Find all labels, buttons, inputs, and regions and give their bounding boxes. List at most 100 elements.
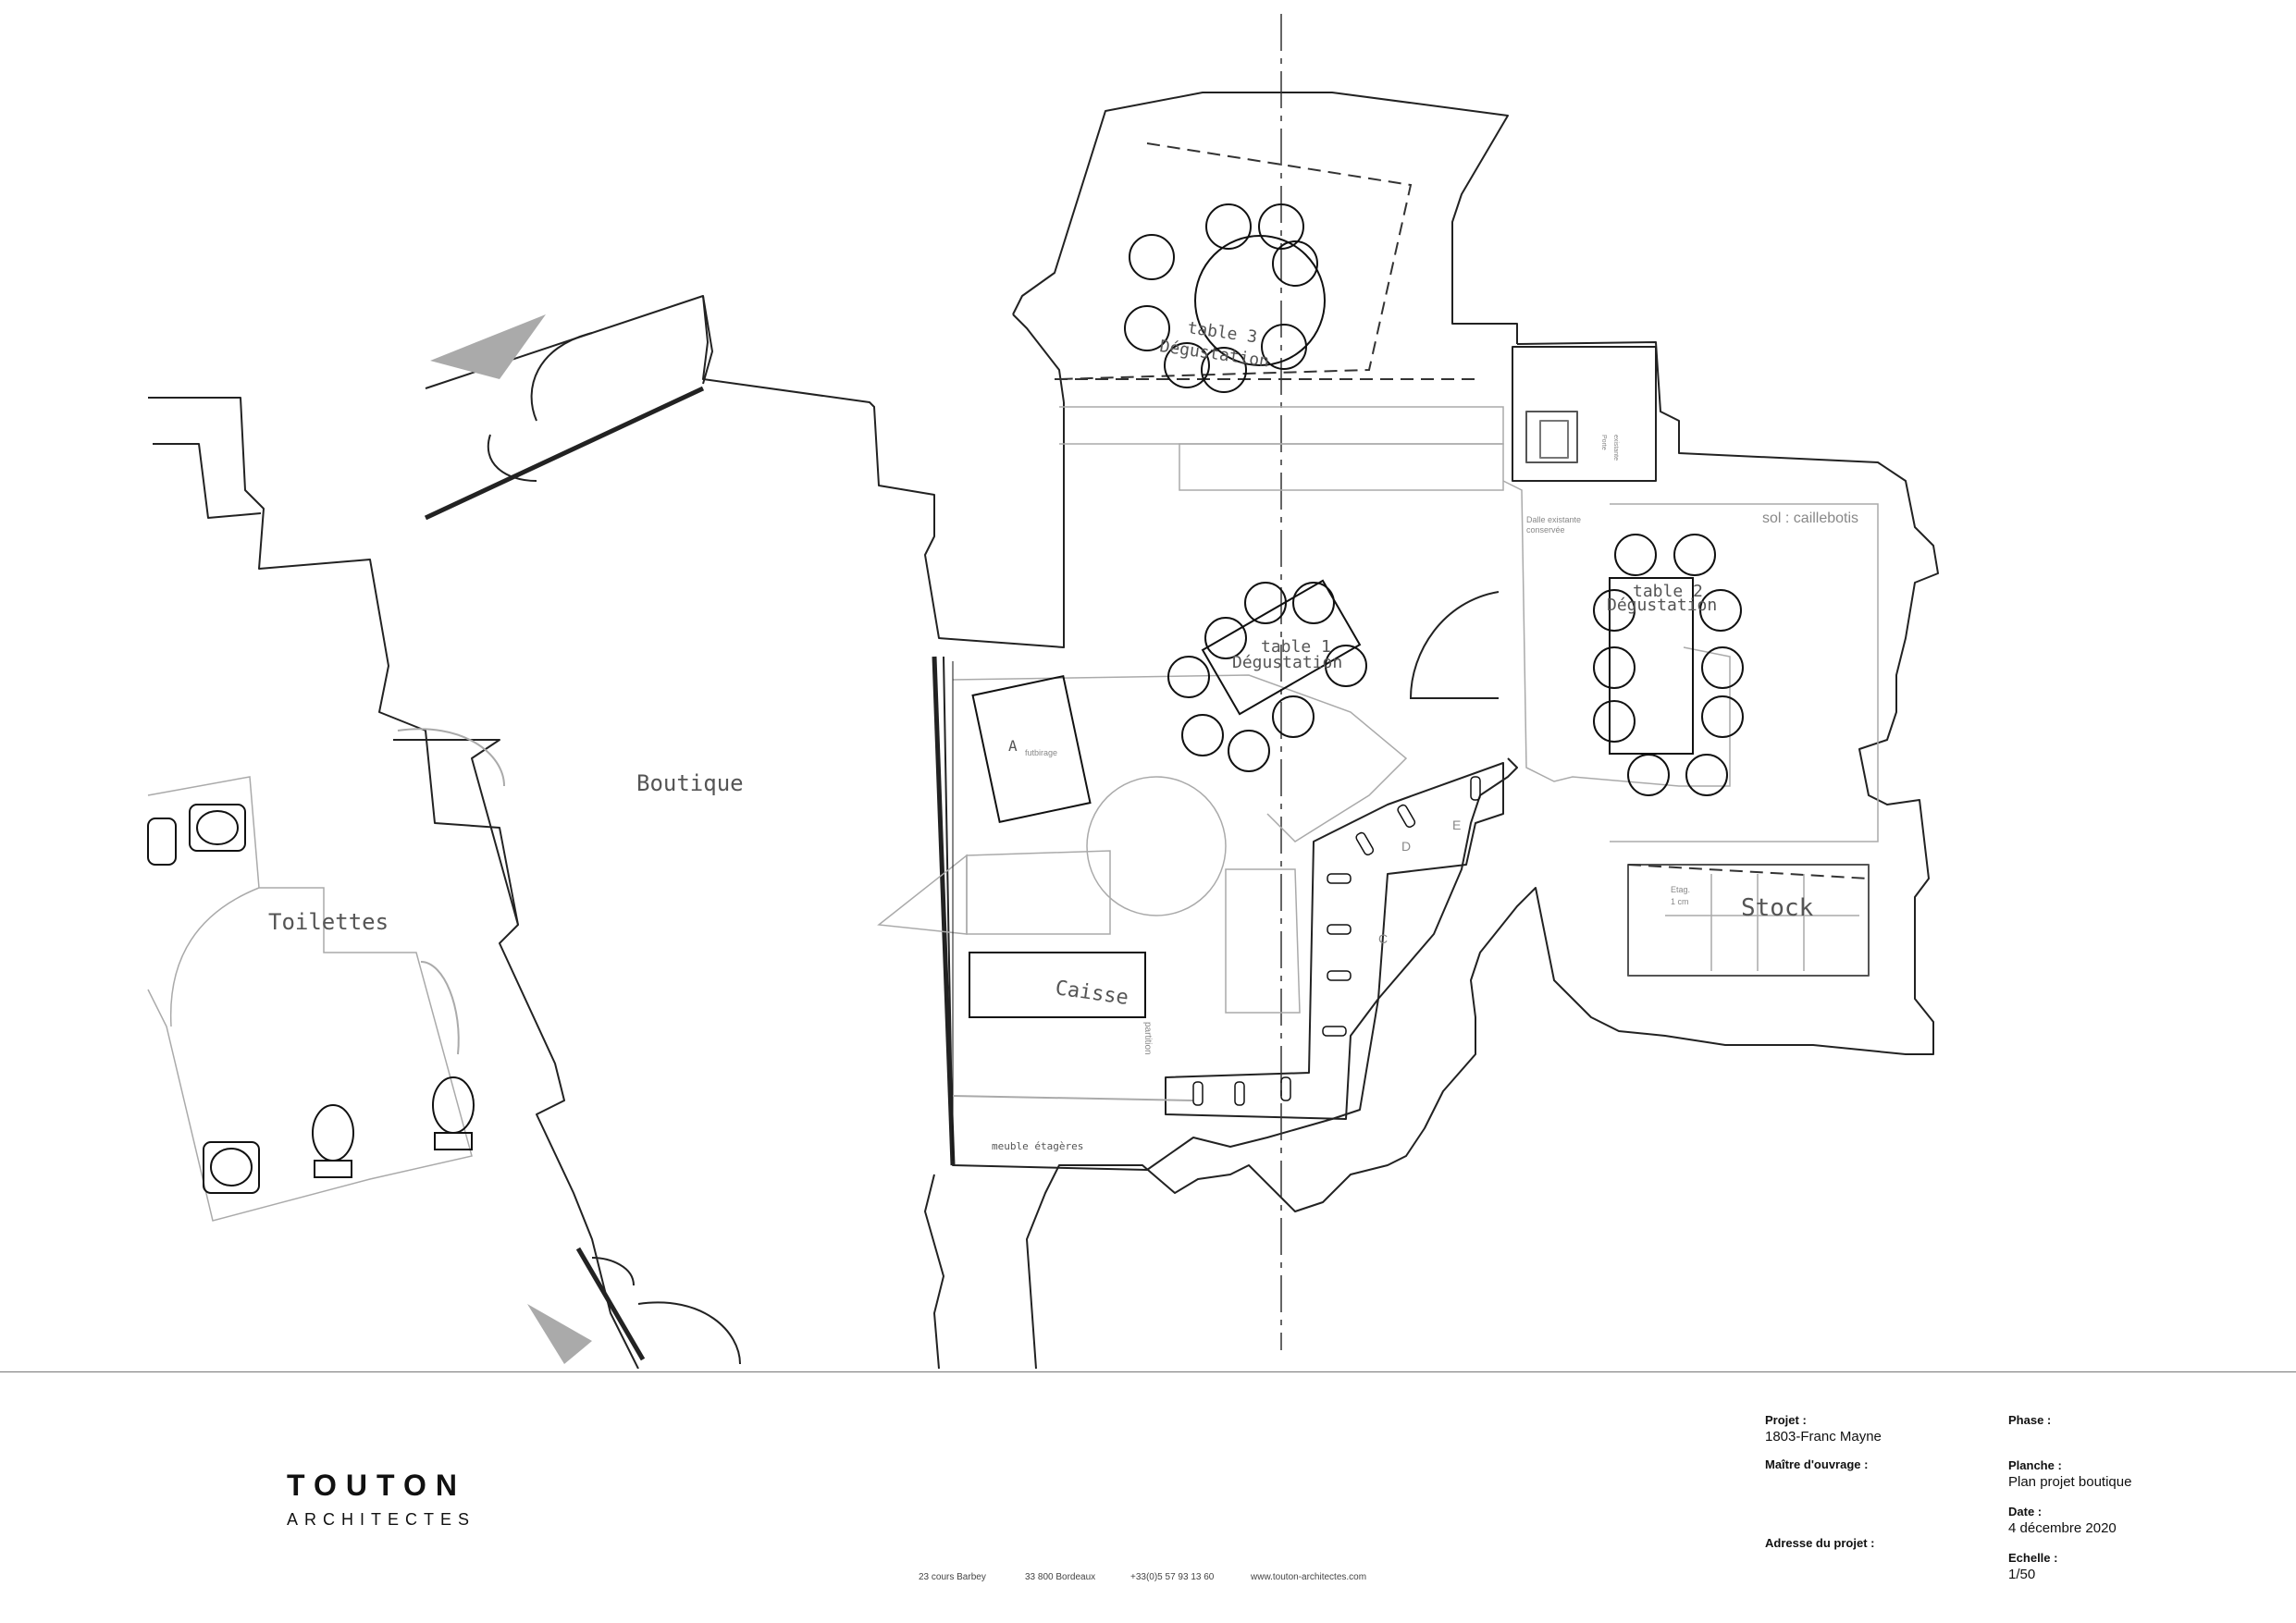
- floor-plan-drawing: Boutique Toilettes Stock Caisse table 3 …: [147, 14, 1939, 1369]
- door-east: [1409, 591, 1500, 699]
- toilet-tank: [314, 1160, 352, 1178]
- tap: [1234, 1081, 1245, 1106]
- slab-note-sub: conservée: [1526, 525, 1565, 535]
- client-field: Maître d'ouvrage :: [1765, 1457, 1868, 1473]
- door-swing-3: [591, 1257, 635, 1286]
- table-2-label: table 2: [1633, 582, 1703, 601]
- wall-boutique-east: [932, 656, 956, 1166]
- letter-d: D: [1401, 839, 1411, 854]
- chair: [1258, 203, 1304, 250]
- sink-basin: [210, 1148, 253, 1187]
- date-label: Date :: [2008, 1505, 2043, 1518]
- scale-field: Echelle : 1/50: [2008, 1551, 2057, 1582]
- slab-note: Dalle existante: [1526, 515, 1581, 524]
- wall-outline-southwest: [924, 1174, 944, 1369]
- project-value: 1803-Franc Mayne: [1765, 1429, 1882, 1445]
- shelving-bottom: [952, 1095, 1194, 1101]
- room-label-caisse: Caisse: [1054, 977, 1129, 1010]
- sink: [203, 1141, 260, 1194]
- chair: [1701, 646, 1744, 689]
- table-1-label: table 1: [1261, 637, 1331, 657]
- chair: [1701, 695, 1744, 738]
- door-swing-4: [637, 1301, 741, 1365]
- stock-note-sub: 1 cm: [1671, 897, 1689, 906]
- chair: [1201, 347, 1247, 393]
- fut-table-a: [971, 674, 1092, 824]
- firm-logo: TOUTON ARCHITECTES: [287, 1469, 475, 1530]
- chair: [1181, 714, 1224, 756]
- firm-phone: +33(0)5 57 93 13 60: [1130, 1572, 1215, 1582]
- date-value: 4 décembre 2020: [2008, 1520, 2117, 1536]
- door-west-boutique: [397, 728, 505, 787]
- chair: [1164, 342, 1210, 388]
- chair: [1292, 582, 1335, 624]
- north-triangle-bottom: [527, 1304, 592, 1364]
- thin-bench-middle: [1179, 443, 1504, 491]
- sink-basin: [196, 810, 239, 845]
- chair: [1593, 589, 1636, 632]
- door-swing-1: [530, 332, 593, 422]
- chair: [1699, 589, 1742, 632]
- tap: [1280, 1076, 1291, 1101]
- wc-shower: [1525, 411, 1578, 463]
- tap: [1327, 970, 1352, 981]
- wall-outline-shop: [425, 295, 1065, 648]
- door-north-west: [424, 386, 705, 521]
- chair: [1673, 534, 1716, 576]
- table-a-sub: futbirage: [1025, 748, 1057, 757]
- firm-website[interactable]: www.touton-architectes.com: [1251, 1572, 1367, 1582]
- table-2: [1609, 577, 1694, 755]
- project-label: Projet :: [1765, 1413, 1807, 1427]
- table-1-sub: Dégustation: [1232, 653, 1342, 672]
- firm-street: 23 cours Barbey: [919, 1572, 986, 1582]
- table-2-sub: Dégustation: [1607, 596, 1717, 615]
- chair: [1204, 617, 1247, 659]
- firm-city: 33 800 Bordeaux: [1025, 1572, 1096, 1582]
- thin-desk-zone: [1225, 868, 1301, 1014]
- chair: [1261, 324, 1307, 370]
- chair: [1627, 754, 1670, 796]
- floor-note: sol : caillebotis: [1762, 510, 1858, 526]
- title-block-separator: [0, 1371, 2296, 1372]
- tap: [1327, 873, 1352, 884]
- thin-east-room: [1610, 503, 1879, 842]
- toilet-tank: [434, 1132, 473, 1150]
- chair: [1685, 754, 1728, 796]
- caisse-counter: [969, 952, 1146, 1018]
- north-triangle-top: [430, 314, 546, 379]
- chair: [1272, 240, 1318, 287]
- room-label-stock: Stock: [1741, 894, 1814, 922]
- chair: [1272, 695, 1315, 738]
- counter-outline: [1165, 762, 1504, 1120]
- chair: [1167, 656, 1210, 698]
- chair: [1593, 646, 1636, 689]
- dashed-stock-top: [1627, 864, 1870, 879]
- tap: [1470, 776, 1481, 801]
- tap: [1192, 1081, 1204, 1106]
- wall-interior-main: [943, 656, 1518, 1171]
- door-toilet-2: [420, 961, 460, 1055]
- chair: [1129, 234, 1175, 280]
- table-3: [1194, 235, 1326, 366]
- wall-outline-east: [1026, 341, 1939, 1369]
- wc-note-sub: existante: [1612, 435, 1619, 461]
- door-swing-2: [488, 434, 537, 482]
- scale-label: Echelle :: [2008, 1551, 2058, 1565]
- door-south-west: [575, 1247, 646, 1361]
- date-field: Date : 4 décembre 2020: [2008, 1505, 2117, 1536]
- thin-wall-lines-right: [1502, 480, 1731, 787]
- address-field: Adresse du projet :: [1765, 1536, 1874, 1552]
- chair: [1593, 700, 1636, 743]
- client-label: Maître d'ouvrage :: [1765, 1457, 1869, 1471]
- firm-subtitle: ARCHITECTES: [287, 1510, 476, 1529]
- address-label: Adresse du projet :: [1765, 1536, 1875, 1550]
- sink: [147, 818, 177, 866]
- chair: [1205, 203, 1252, 250]
- chair: [1614, 534, 1657, 576]
- sheet-field: Planche : Plan projet boutique: [2008, 1458, 2131, 1490]
- letter-e: E: [1452, 818, 1461, 832]
- project-field: Projet : 1803-Franc Mayne: [1765, 1413, 1882, 1445]
- wall-outline-shop-left: [702, 295, 713, 385]
- tap: [1397, 804, 1416, 829]
- thin-west-rooms: [147, 776, 473, 1222]
